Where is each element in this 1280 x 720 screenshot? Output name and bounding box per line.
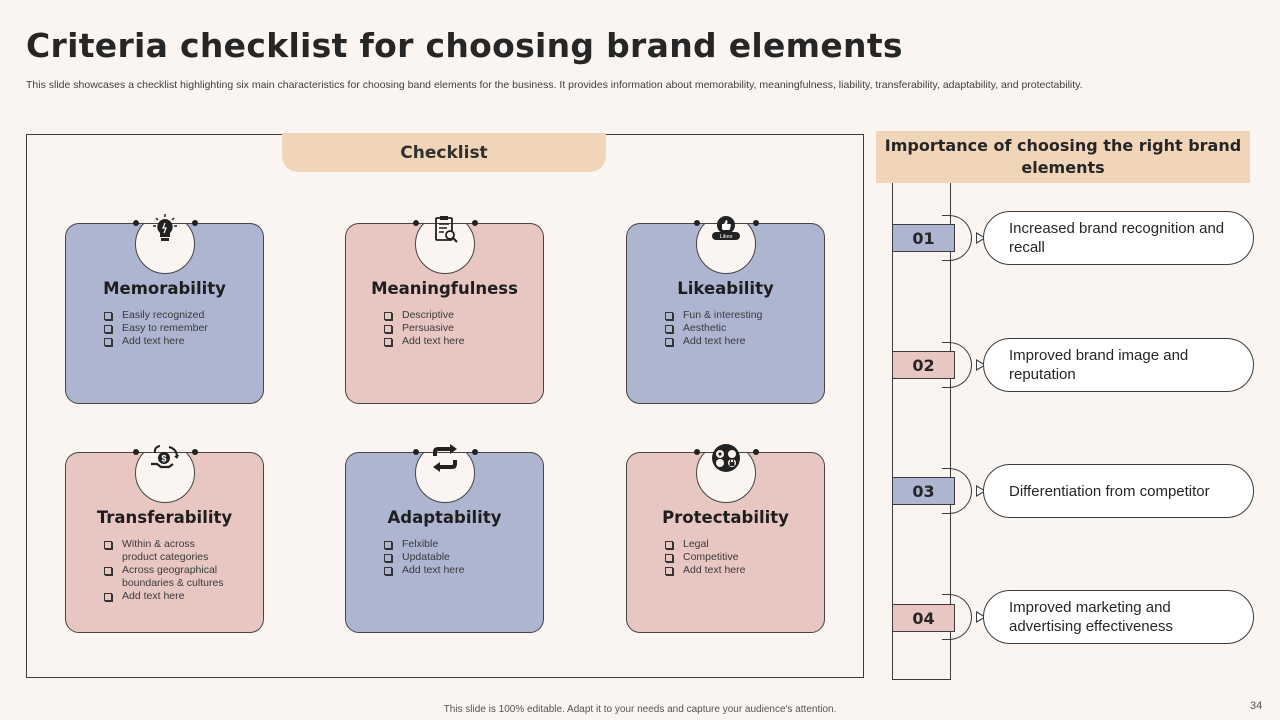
card-title: Memorability bbox=[103, 279, 226, 298]
checklist-header: Checklist bbox=[282, 133, 606, 172]
step-number: 01 bbox=[892, 224, 955, 252]
notch-dot bbox=[694, 449, 700, 455]
checklist-item: Within & across bbox=[102, 538, 255, 551]
clipboard-search-icon bbox=[435, 216, 458, 243]
card-title: Adaptability bbox=[387, 508, 502, 527]
notch-dot bbox=[133, 449, 139, 455]
checklist-item: Add text here bbox=[382, 335, 535, 348]
arrow-icon bbox=[976, 485, 986, 497]
card-notch bbox=[135, 453, 195, 503]
card-items: Fun & interesting Aesthetic Add text her… bbox=[663, 309, 816, 348]
likes-label: Likes bbox=[720, 234, 733, 240]
checklist-item: Descriptive bbox=[382, 309, 535, 322]
card-transferability: $ Transferability Within & across produc… bbox=[65, 445, 264, 633]
notch-dot bbox=[413, 220, 419, 226]
notch-dot bbox=[413, 449, 419, 455]
checklist-item: Fun & interesting bbox=[663, 309, 816, 322]
shield-lock-icon bbox=[712, 444, 740, 472]
importance-item: Improved brand image and reputation bbox=[983, 338, 1254, 392]
arrow-icon bbox=[976, 611, 986, 623]
card-title: Likeability bbox=[677, 279, 774, 298]
svg-text:$: $ bbox=[161, 454, 166, 464]
card-likeability: Likes Likeability Fun & interesting Aest… bbox=[626, 216, 825, 404]
notch-dot bbox=[694, 220, 700, 226]
slide-footer: This slide is 100% editable. Adapt it to… bbox=[443, 704, 837, 715]
card-title: Meaningfulness bbox=[371, 279, 518, 298]
card-title: Transferability bbox=[96, 508, 233, 527]
card-meaningfulness: Meaningfulness Descriptive Persuasive Ad… bbox=[345, 216, 544, 404]
notch-dot bbox=[472, 220, 478, 226]
notch-dot bbox=[753, 220, 759, 226]
likes-thumbs-up-icon: Likes bbox=[712, 216, 740, 240]
card-adaptability: Adaptability Felxible Updatable Add text… bbox=[345, 444, 544, 633]
checklist-item: Competitive bbox=[663, 551, 816, 564]
card-title: Protectability bbox=[662, 508, 789, 527]
checklist-item: Add text here bbox=[102, 335, 255, 348]
checklist-item: Add text here bbox=[382, 564, 535, 577]
slide-title: Criteria checklist for choosing brand el… bbox=[26, 26, 903, 65]
arrow-icon bbox=[976, 232, 986, 244]
notch-dot bbox=[192, 449, 198, 455]
checklist-item: Legal bbox=[663, 538, 816, 551]
importance-header: Importance of choosing the right brand e… bbox=[876, 131, 1250, 183]
importance-frame bbox=[892, 183, 951, 680]
notch-dot bbox=[133, 220, 139, 226]
arrow-icon bbox=[976, 359, 986, 371]
step-number: 04 bbox=[892, 604, 955, 632]
card-items: Felxible Updatable Add text here bbox=[382, 538, 535, 577]
checklist-item: Aesthetic bbox=[663, 322, 816, 335]
money-transfer-icon: $ bbox=[151, 445, 179, 469]
notch-dot bbox=[192, 220, 198, 226]
step-number: 02 bbox=[892, 351, 955, 379]
checklist-item: Add text here bbox=[663, 564, 816, 577]
checklist-item: Felxible bbox=[382, 538, 535, 551]
step-number: 03 bbox=[892, 477, 955, 505]
checklist-item-continued: product categories bbox=[122, 551, 209, 563]
checklist-item: Across geographical bbox=[102, 564, 255, 577]
importance-item: Differentiation from competitor bbox=[983, 464, 1254, 518]
card-items: Easily recognized Easy to remember Add t… bbox=[102, 309, 255, 348]
slide-subtitle: This slide showcases a checklist highlig… bbox=[26, 79, 1083, 91]
checklist-item: Easy to remember bbox=[102, 322, 255, 335]
notch-dot bbox=[472, 449, 478, 455]
card-items: Descriptive Persuasive Add text here bbox=[382, 309, 535, 348]
checklist-item: Add text here bbox=[102, 590, 255, 603]
card-notch bbox=[415, 453, 475, 503]
refresh-arrows-icon bbox=[433, 444, 457, 472]
card-items: Legal Competitive Add text here bbox=[663, 538, 816, 577]
checklist-item-continued: boundaries & cultures bbox=[122, 577, 224, 589]
card-items: Within & across product categories Acros… bbox=[102, 538, 255, 603]
card-protectability: Protectability Legal Competitive Add tex… bbox=[626, 444, 825, 633]
notch-dot bbox=[753, 449, 759, 455]
card-memorability: Memorability Easily recognized Easy to r… bbox=[65, 214, 264, 404]
checklist-item: Persuasive bbox=[382, 322, 535, 335]
lightbulb-icon bbox=[153, 214, 177, 241]
importance-item: Improved marketing and advertising effec… bbox=[983, 590, 1254, 644]
page-number: 34 bbox=[1250, 700, 1263, 712]
checklist-item: Easily recognized bbox=[102, 309, 255, 322]
checklist-item: Updatable bbox=[382, 551, 535, 564]
card-notch bbox=[415, 224, 475, 274]
checklist-item: Add text here bbox=[663, 335, 816, 348]
importance-item: Increased brand recognition and recall bbox=[983, 211, 1254, 265]
